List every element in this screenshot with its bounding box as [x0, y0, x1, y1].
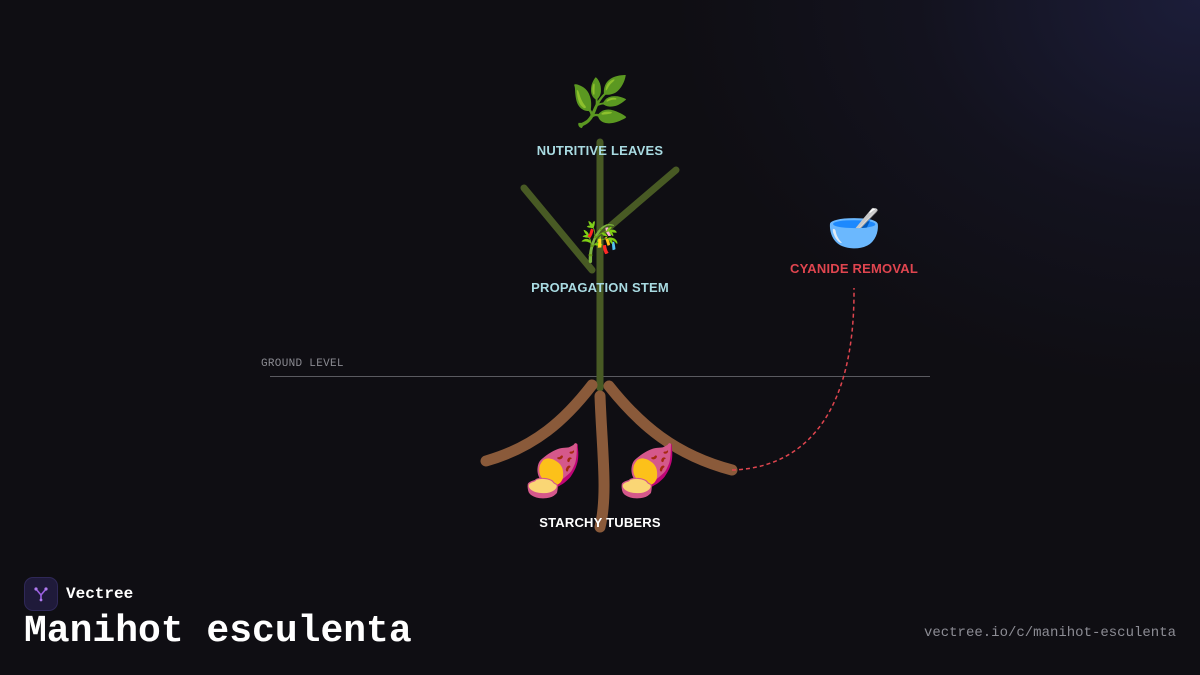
vectree-tree-logo-icon — [24, 577, 58, 611]
center-root — [594, 390, 610, 533]
left-branch — [520, 184, 596, 274]
node-label-tubers: STARCHY TUBERS — [539, 515, 661, 530]
right-branch — [596, 166, 680, 239]
right-root — [603, 380, 738, 476]
sweet-potato-icon: 🍠 — [616, 442, 679, 500]
herb-leaf-icon: 🌿 — [570, 74, 630, 130]
brand[interactable]: Vectree — [24, 577, 133, 611]
node-label-leaves: NUTRITIVE LEAVES — [536, 143, 664, 158]
ground-level-label: GROUND LEVEL — [261, 358, 344, 370]
brand-name: Vectree — [66, 585, 134, 603]
sweet-potato-icon: 🍠 — [522, 442, 585, 500]
page-url-link[interactable]: vectree.io/c/manihot-esculenta — [923, 625, 1176, 641]
bowl-with-spoon-icon: 🥣 — [826, 203, 882, 254]
left-root — [480, 379, 598, 467]
node-label-stem: PROPAGATION STEM — [531, 280, 669, 295]
stem-structure — [520, 138, 680, 392]
node-label-cyanide: CYANIDE REMOVAL — [790, 261, 918, 276]
stem-cuttings-icon: 🎋 — [576, 220, 624, 264]
page-title: Manihot esculenta — [24, 610, 412, 653]
cyanide-connector-line — [731, 287, 855, 471]
root-system — [480, 379, 738, 533]
